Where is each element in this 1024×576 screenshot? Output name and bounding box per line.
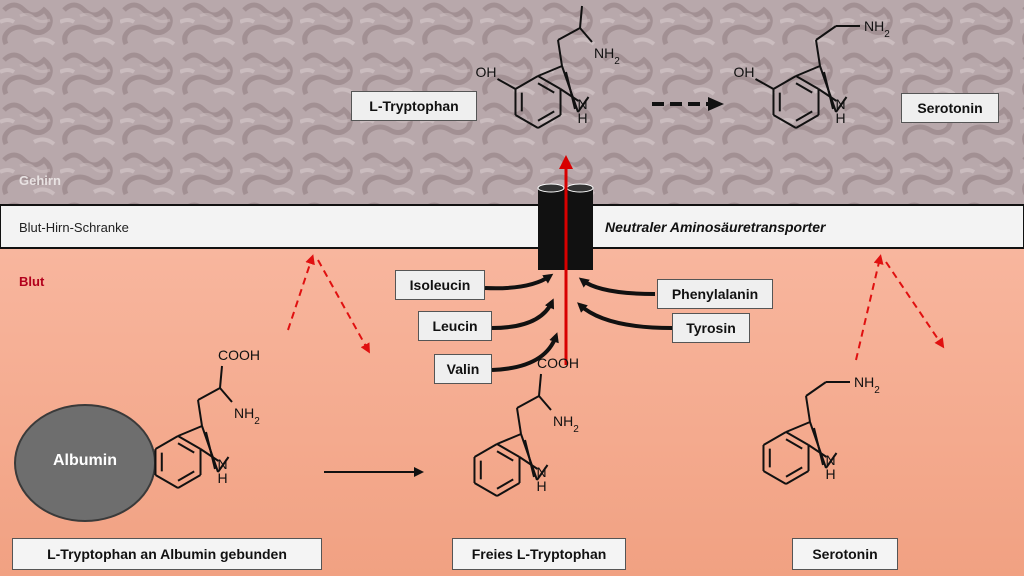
indole-nitrogen: N <box>218 456 228 472</box>
amine-label: NH2 <box>864 18 890 40</box>
amine-label: NH2 <box>234 405 260 427</box>
indole-nitrogen: N <box>537 464 547 480</box>
amine-label: NH2 <box>553 413 579 435</box>
indole-hydrogen: H <box>826 466 836 482</box>
carboxyl-label: COOH <box>537 355 579 371</box>
indole-nitrogen: N <box>578 96 588 112</box>
hydroxyl-label: OH <box>475 64 496 80</box>
indole-nitrogen: N <box>836 96 846 112</box>
indole-hydrogen: H <box>537 478 547 494</box>
albumin-blob <box>14 404 156 522</box>
indole-hydrogen: H <box>836 110 846 126</box>
molecule-free-tryptophan: NH COOH NH2 <box>473 355 579 497</box>
indole-nitrogen: N <box>826 452 836 468</box>
carboxyl-label: COOH <box>218 347 260 363</box>
amine-label: NH2 <box>594 45 620 67</box>
barrier-zone <box>0 204 1024 249</box>
competitor-arrows <box>484 273 673 372</box>
molecule-blood-serotonin: NH NH2 <box>762 374 880 485</box>
blood-zone <box>0 249 1024 576</box>
amine-label: NH2 <box>854 374 880 396</box>
indole-hydrogen: H <box>578 110 588 126</box>
indole-hydrogen: H <box>218 470 228 486</box>
dashed-arrows-right <box>855 254 945 361</box>
molecule-bound-tryptophan: NH COOH NH2 <box>154 347 260 489</box>
carboxyl-label: COOH <box>578 0 620 3</box>
dashed-arrows-left <box>287 254 370 354</box>
hydroxyl-label: OH <box>733 64 754 80</box>
brain-zone <box>0 0 1024 205</box>
